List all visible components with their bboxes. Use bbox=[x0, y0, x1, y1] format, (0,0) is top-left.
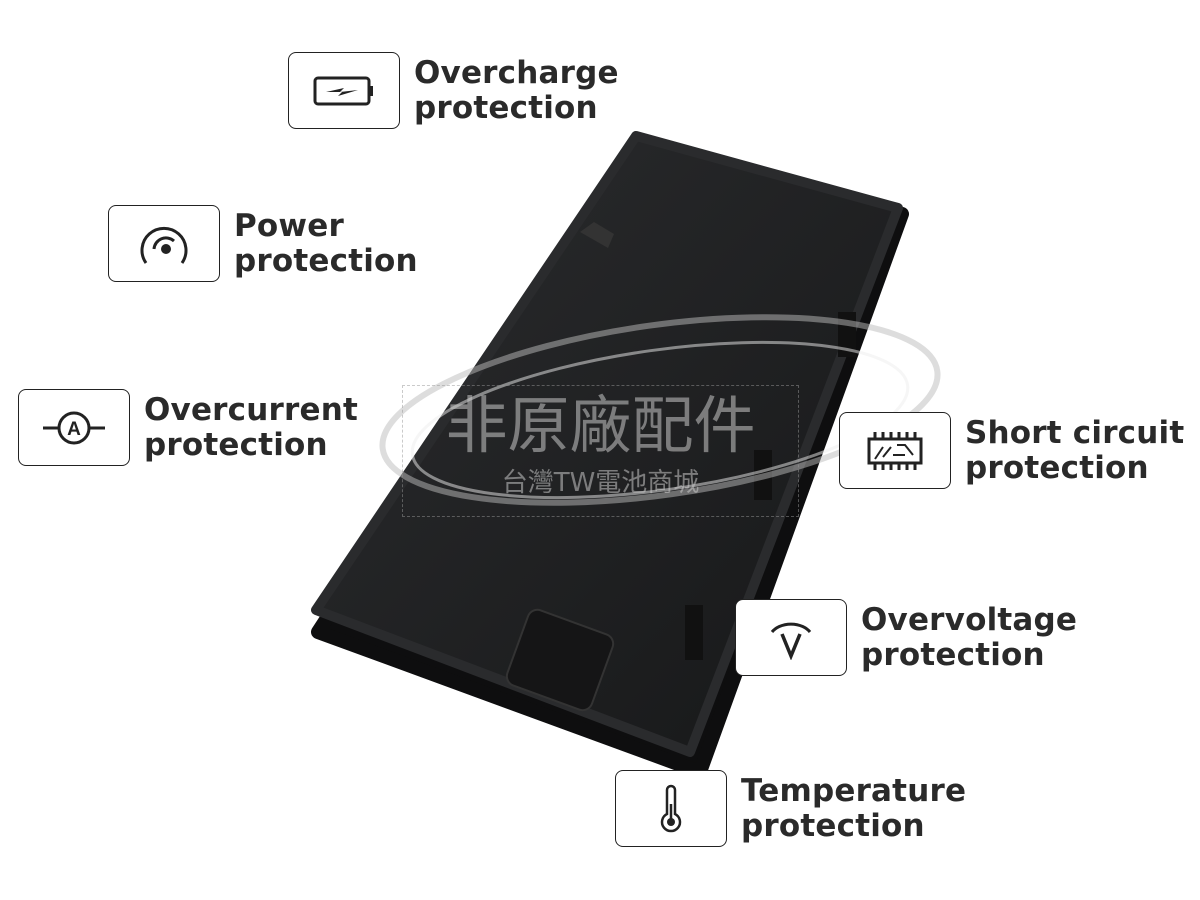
feature-subtitle: protection bbox=[234, 242, 418, 279]
gauge-icon bbox=[108, 205, 220, 282]
feature-title: Short circuit bbox=[965, 414, 1185, 451]
circuit-chip-icon bbox=[839, 412, 951, 489]
thermometer-icon bbox=[615, 770, 727, 847]
feature-title: Overvoltage bbox=[861, 601, 1078, 638]
voltmeter-icon bbox=[735, 599, 847, 676]
feature-title: Temperature bbox=[741, 772, 967, 809]
svg-text:A: A bbox=[67, 419, 81, 440]
feature-subtitle: protection bbox=[861, 636, 1045, 673]
feature-subtitle: protection bbox=[144, 426, 328, 463]
feature-title: Power bbox=[234, 207, 344, 244]
battery-charge-icon bbox=[288, 52, 400, 129]
watermark: 非原廠配件 台灣TW電池商城 bbox=[402, 385, 799, 517]
ammeter-icon: A bbox=[18, 389, 130, 466]
feature-title: Overcharge bbox=[414, 54, 619, 91]
feature-subtitle: protection bbox=[741, 807, 925, 844]
watermark-subtitle: 台灣TW電池商城 bbox=[501, 468, 700, 498]
feature-subtitle: protection bbox=[965, 449, 1149, 486]
watermark-title: 非原廠配件 bbox=[445, 389, 756, 462]
feature-title: Overcurrent bbox=[144, 391, 359, 428]
feature-subtitle: protection bbox=[414, 89, 598, 126]
